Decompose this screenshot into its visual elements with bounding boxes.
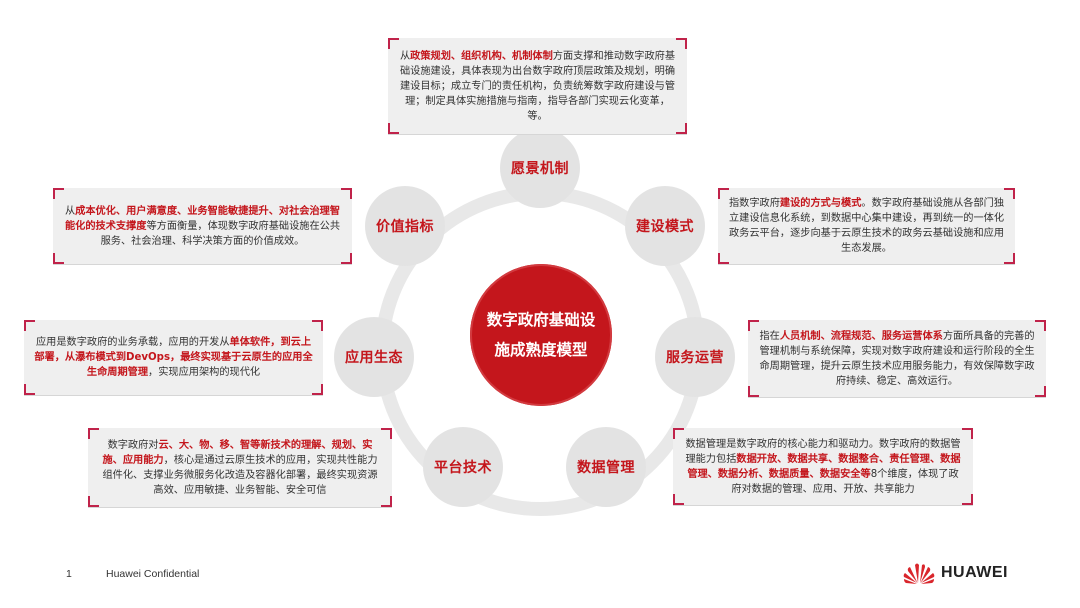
node-app: 应用生态 [334,317,414,397]
bracket-corner [24,320,35,331]
bracket-corner [676,38,687,49]
node-label: 建设模式 [636,219,694,235]
bracket-corner [381,428,392,439]
desc-text-service: 指在人员机制、流程规范、服务运营体系方面所具备的完善的管理机制与系统保障，实现对… [759,330,1035,387]
node-label: 愿景机制 [511,161,569,177]
bracket-corner [962,428,973,439]
desc-text-value: 从成本优化、用户满意度、业务智能敏捷提升、对社会治理智能化的技术支撑度等方面衡量… [64,205,341,247]
desc-box-platform: 数字政府对云、大、物、移、智等新技术的理解、规划、实施、应用能力，核心是通过云原… [88,428,392,508]
confidential-label: Huawei Confidential [106,568,200,580]
bracket-corner [673,428,684,439]
bracket-corner [312,320,323,331]
bracket-corner [53,253,64,264]
desc-box-data: 数据管理是数字政府的核心能力和驱动力。数字政府的数据管理能力包括数据开放、数据共… [673,428,973,506]
node-platform: 平台技术 [423,427,503,507]
bracket-corner [748,320,759,331]
node-vision: 愿景机制 [500,128,580,208]
bracket-corner [676,123,687,134]
center-title-line1: 数字政府基础设 [486,311,596,329]
node-construction: 建设模式 [625,186,705,266]
desc-text-construction: 指数字政府建设的方式与模式。数字政府基础设施从各部门独立建设信息化系统，到数据中… [728,198,1005,254]
desc-box-app: 应用是数字政府的业务承载，应用的开发从单体软件，到云上部署，从瀑布模式到DevO… [24,320,323,396]
huawei-logo: HUAWEI [902,561,1008,585]
bracket-corner [88,428,99,439]
node-value: 价值指标 [365,186,445,266]
bracket-corner [1004,188,1015,199]
bracket-corner [388,123,399,134]
bracket-corner [1035,386,1046,397]
desc-text-app: 应用是数字政府的业务承载，应用的开发从单体软件，到云上部署，从瀑布模式到DevO… [34,337,313,378]
bracket-corner [962,494,973,505]
huawei-petal-icon [903,563,935,584]
bracket-corner [24,384,35,395]
desc-box-service: 指在人员机制、流程规范、服务运营体系方面所具备的完善的管理机制与系统保障，实现对… [748,320,1046,398]
bracket-corner [748,386,759,397]
center-title-line2: 施成熟度模型 [494,341,588,359]
node-label: 应用生态 [345,350,403,366]
node-label: 数据管理 [577,460,635,476]
bracket-corner [718,253,729,264]
bracket-corner [673,494,684,505]
desc-box-vision: 从政策规划、组织机构、机制体制方面支撑和推动数字政府基础设施建设，具体表现为出台… [388,38,687,135]
bracket-corner [53,188,64,199]
node-service: 服务运营 [655,317,735,397]
bracket-corner [88,496,99,507]
center-circle-title: 数字政府基础设 施成熟度模型 [470,264,612,406]
bracket-corner [1004,253,1015,264]
node-label: 平台技术 [434,460,492,476]
page-number: 1 [66,568,72,580]
node-data: 数据管理 [566,427,646,507]
node-label: 服务运营 [666,350,724,366]
bracket-corner [1035,320,1046,331]
desc-text-platform: 数字政府对云、大、物、移、智等新技术的理解、规划、实施、应用能力，核心是通过云原… [102,439,378,496]
node-label: 价值指标 [376,219,434,235]
bracket-corner [341,188,352,199]
desc-text-vision: 从政策规划、组织机构、机制体制方面支撑和推动数字政府基础设施建设，具体表现为出台… [399,50,676,122]
bracket-corner [312,384,323,395]
bracket-corner [341,253,352,264]
bracket-corner [718,188,729,199]
brand-name: HUAWEI [941,564,1008,581]
desc-box-construction: 指数字政府建设的方式与模式。数字政府基础设施从各部门独立建设信息化系统，到数据中… [718,188,1015,265]
bracket-corner [381,496,392,507]
desc-box-value: 从成本优化、用户满意度、业务智能敏捷提升、对社会治理智能化的技术支撑度等方面衡量… [53,188,352,265]
desc-text-data: 数据管理是数字政府的核心能力和驱动力。数字政府的数据管理能力包括数据开放、数据共… [685,438,961,495]
bracket-corner [388,38,399,49]
